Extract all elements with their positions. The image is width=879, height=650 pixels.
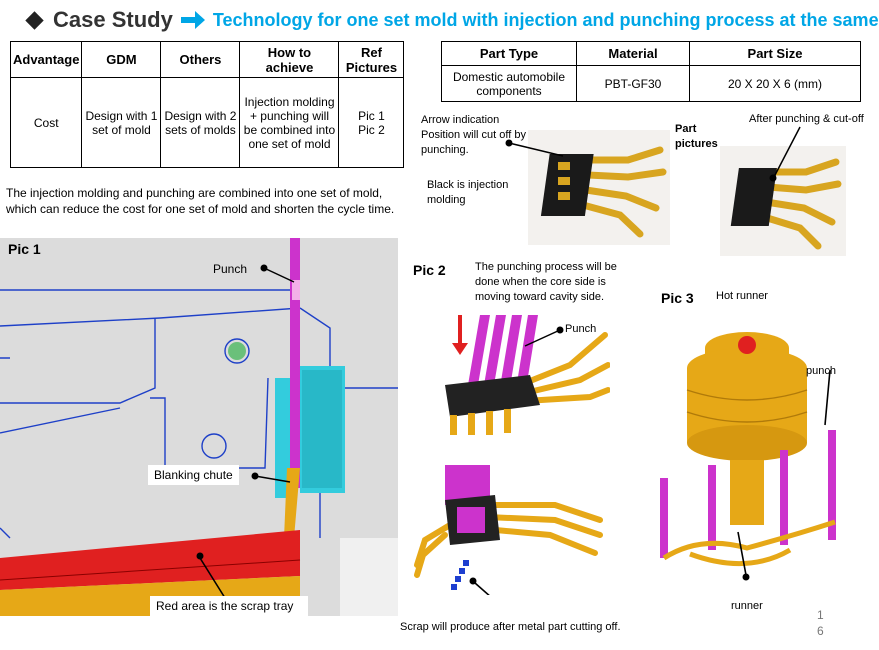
header-how: How to achieve (239, 41, 340, 78)
part-pictures-label: Part pictures (675, 123, 718, 150)
part-table: Part Type Material Part Size Domestic au… (441, 41, 861, 102)
pic1-title: Pic 1 (8, 241, 41, 257)
right-arrow-icon (180, 11, 205, 29)
pic2-punch-pointer-icon (524, 326, 564, 347)
black-note: Black is injection molding (427, 179, 509, 206)
cell-cost: Cost (9, 77, 83, 168)
part-photo-before (528, 130, 670, 245)
cell-part-type: Domestic automobile components (441, 65, 577, 102)
header-part-size: Part Size (689, 41, 861, 66)
header-gdm: GDM (81, 41, 162, 78)
pic3-runner-label: runner (731, 600, 763, 612)
pic3-punch-label: punch (806, 365, 836, 377)
pic2-note: The punching process will be done when t… (475, 261, 617, 303)
arrow-pointer-icon (505, 139, 564, 157)
cell-material: PBT-GF30 (576, 65, 690, 102)
pic2-punch-label: Punch (565, 323, 597, 335)
header-part-type: Part Type (441, 41, 577, 66)
pic2-title: Pic 2 (413, 262, 446, 278)
pic2-scrap-note: Scrap will produce after metal part cutt… (400, 621, 621, 633)
after-arrow-icon (769, 126, 801, 182)
pic3-hot-runner-label: Hot runner (716, 290, 768, 302)
diamond-bullet-icon (25, 10, 44, 30)
cell-part-size: 20 X 20 X 6 (mm) (689, 65, 861, 102)
punch-pointer-icon (260, 264, 295, 283)
cell-ref: Pic 1 Pic 2 (338, 77, 405, 168)
page-number: 1 6 (817, 608, 824, 638)
header-material: Material (576, 41, 690, 66)
title-subtitle: Technology for one set mold with injecti… (212, 9, 879, 30)
part-photo-after (720, 146, 846, 256)
pic1-mold-diagram (0, 238, 398, 616)
cell-others: Design with 2 sets of molds (160, 77, 241, 168)
pic1-tray-label: Red area is the scrap tray (150, 596, 308, 616)
cell-how: Injection molding + punching will be com… (239, 77, 340, 168)
title-main: Case Study (53, 7, 173, 32)
chute-pointer-icon (251, 472, 291, 483)
arrow-note: Arrow indication Position will cut off b… (421, 114, 526, 156)
pic1-punch-label: Punch (213, 262, 248, 276)
page-title: Case Study Technology for one set mold w… (25, 6, 879, 34)
pic2-scrap-diagram (414, 465, 603, 595)
after-label: After punching & cut-off (749, 113, 864, 125)
pic3-runner-diagram (660, 332, 836, 581)
pic3-title: Pic 3 (661, 290, 694, 306)
pic2-punch-diagram (445, 315, 610, 435)
header-advantage: Advantage (9, 41, 83, 78)
description-text: The injection molding and punching are c… (6, 186, 395, 216)
header-others: Others (160, 41, 241, 78)
cell-gdm: Design with 1 set of mold (81, 77, 162, 168)
advantage-table: Advantage GDM Others How to achieve Ref … (9, 41, 405, 168)
pic1-chute-label: Blanking chute (148, 465, 239, 485)
header-ref: Ref Pictures (338, 41, 405, 78)
